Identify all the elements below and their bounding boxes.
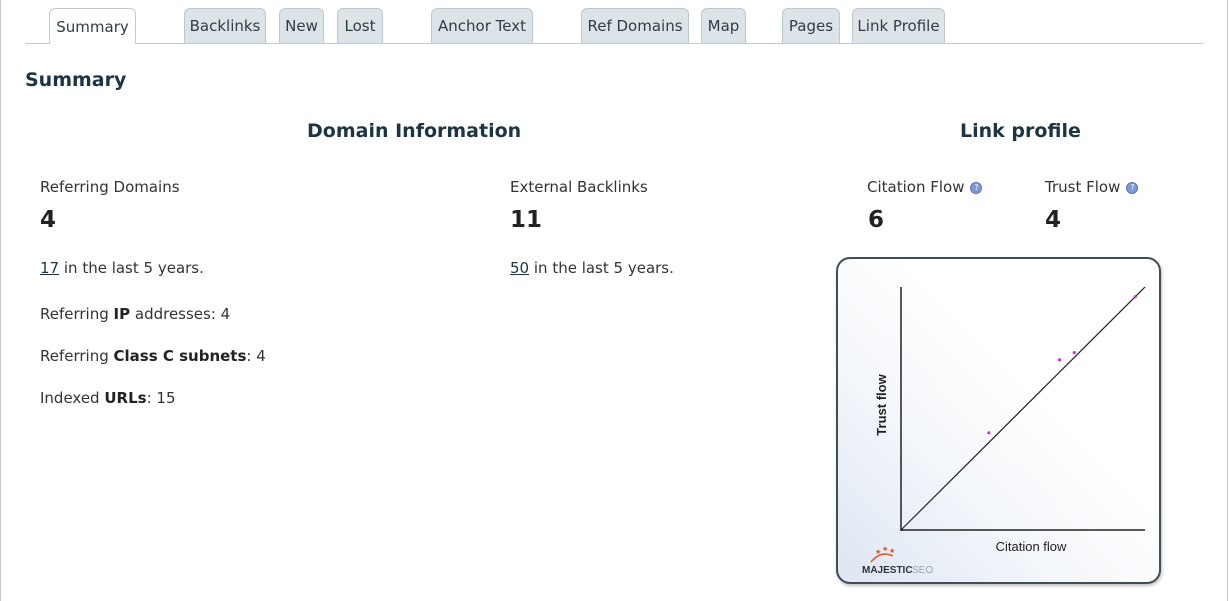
domain-information-heading: Domain Information bbox=[307, 120, 522, 142]
stat-suffix: : 15 bbox=[146, 389, 176, 407]
trust-flow-label: Trust Flow? bbox=[1045, 178, 1139, 196]
tab-ref-domains[interactable]: Ref Domains bbox=[581, 8, 689, 43]
trust-flow-value: 4 bbox=[1045, 207, 1062, 233]
referring-class-c-subnets: Referring Class C subnets: 4 bbox=[40, 347, 266, 365]
svg-text:★: ★ bbox=[875, 548, 881, 556]
majestic-seo-logo: ★ ★ ★ MAJESTIC SEO bbox=[862, 545, 933, 576]
tab-label: Link Profile bbox=[857, 17, 940, 35]
logo-text-bold: MAJESTIC bbox=[862, 565, 913, 576]
diagonal-reference-line bbox=[900, 286, 1146, 531]
scatter-point-2 bbox=[1058, 358, 1062, 362]
tab-summary[interactable]: Summary bbox=[49, 8, 136, 44]
tab-label: Map bbox=[707, 17, 740, 35]
x-axis-label: Citation flow bbox=[996, 539, 1067, 554]
tab-bar-baseline bbox=[25, 43, 1204, 44]
y-axis-label: Trust flow bbox=[874, 373, 889, 435]
scatter-point-1 bbox=[987, 431, 991, 435]
stat-prefix: Referring bbox=[40, 305, 114, 323]
stat-bold: IP bbox=[113, 305, 131, 323]
referring-ip-addresses: Referring IP addresses: 4 bbox=[40, 305, 230, 323]
tab-label: Anchor Text bbox=[438, 17, 526, 35]
tab-map[interactable]: Map bbox=[701, 8, 746, 43]
history-text: in the last 5 years. bbox=[533, 259, 674, 277]
svg-text:★: ★ bbox=[882, 545, 888, 553]
logo-text-light: SEO bbox=[912, 565, 933, 576]
stat-suffix: addresses: 4 bbox=[130, 305, 231, 323]
tab-backlinks[interactable]: Backlinks bbox=[184, 8, 266, 43]
scatter-points bbox=[987, 295, 1137, 435]
referring-domains-history: 17 in the last 5 years. bbox=[40, 259, 204, 277]
trust-flow-label-text: Trust Flow bbox=[1045, 178, 1121, 196]
flow-metrics-chart: Citation flow Trust flow ★ ★ ★ MAJESTIC … bbox=[836, 257, 1161, 584]
indexed-urls: Indexed URLs: 15 bbox=[40, 389, 176, 407]
tab-label: Pages bbox=[788, 17, 834, 35]
citation-flow-label-text: Citation Flow bbox=[867, 178, 965, 196]
svg-text:★: ★ bbox=[889, 547, 895, 555]
referring-domains-value: 4 bbox=[40, 207, 57, 233]
citation-flow-label: Citation Flow? bbox=[867, 178, 983, 196]
referring-domains-label: Referring Domains bbox=[40, 178, 180, 196]
external-backlinks-history: 50 in the last 5 years. bbox=[510, 259, 674, 277]
page-title: Summary bbox=[25, 69, 127, 91]
question-circle-icon[interactable]: ? bbox=[1126, 182, 1139, 194]
referring-domains-history-link[interactable]: 17 bbox=[40, 259, 60, 277]
tab-link-profile[interactable]: Link Profile bbox=[852, 8, 945, 43]
tab-label: Ref Domains bbox=[587, 17, 683, 35]
question-circle-icon[interactable]: ? bbox=[970, 182, 983, 194]
tab-anchor-text[interactable]: Anchor Text bbox=[431, 8, 533, 43]
stat-prefix: Indexed bbox=[40, 389, 105, 407]
stat-bold: Class C subnets bbox=[113, 347, 247, 365]
scatter-point-4 bbox=[1133, 295, 1137, 299]
stat-prefix: Referring bbox=[40, 347, 114, 365]
tab-label: Backlinks bbox=[189, 17, 261, 35]
flow-chart-svg: Citation flow Trust flow ★ ★ ★ MAJESTIC … bbox=[862, 286, 1146, 576]
tab-label: Summary bbox=[56, 17, 129, 36]
external-backlinks-history-link[interactable]: 50 bbox=[510, 259, 530, 277]
citation-flow-value: 6 bbox=[868, 207, 885, 233]
external-backlinks-value: 11 bbox=[510, 207, 543, 233]
scatter-point-3 bbox=[1072, 351, 1076, 355]
history-text: in the last 5 years. bbox=[63, 259, 204, 277]
tab-label: Lost bbox=[344, 17, 376, 35]
tab-new[interactable]: New bbox=[279, 8, 324, 43]
tab-pages[interactable]: Pages bbox=[782, 8, 840, 43]
tab-lost[interactable]: Lost bbox=[337, 8, 383, 43]
link-profile-heading: Link profile bbox=[960, 120, 1081, 142]
stat-bold: URLs bbox=[104, 389, 147, 407]
external-backlinks-label: External Backlinks bbox=[510, 178, 648, 196]
tab-label: New bbox=[285, 17, 318, 35]
stat-suffix: : 4 bbox=[246, 347, 266, 365]
